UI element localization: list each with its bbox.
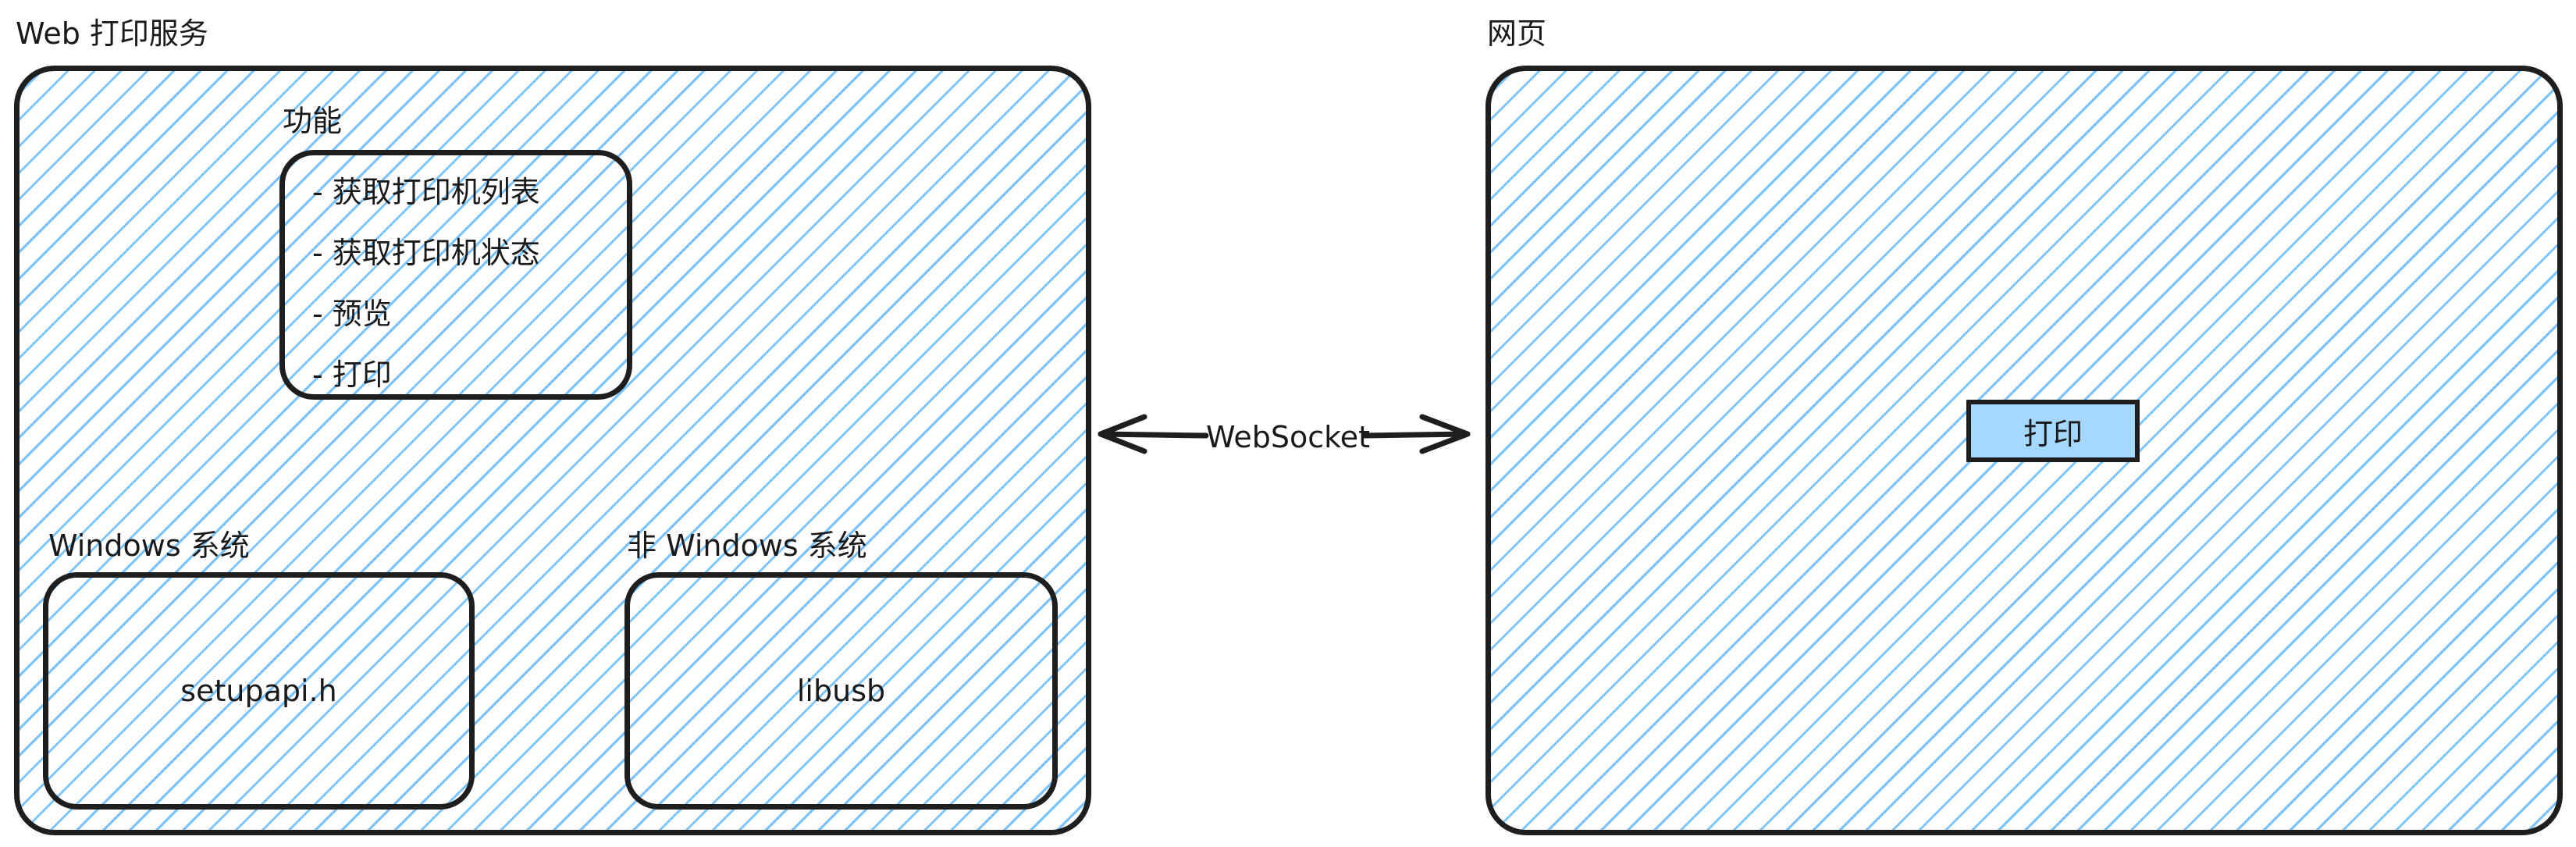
web-print-service-panel	[14, 66, 1091, 835]
functions-box: - 获取打印机列表 - 获取打印机状态 - 预览 - 打印	[279, 150, 632, 400]
print-button-label: 打印	[2023, 416, 2083, 451]
arrowhead-left-icon	[1098, 414, 1147, 454]
functions-title: 功能	[283, 104, 343, 138]
connector-line-right	[1361, 431, 1471, 439]
web-print-service-title: Web 打印服务	[16, 16, 208, 51]
arrowhead-right-icon	[1419, 414, 1471, 454]
print-button[interactable]: 打印	[1966, 400, 2140, 462]
function-item-get-printer-status: - 获取打印机状态	[312, 236, 540, 270]
webpage-title: 网页	[1487, 16, 1547, 51]
function-item-print: - 打印	[312, 358, 392, 392]
function-item-preview: - 预览	[312, 297, 392, 331]
functions-list: - 获取打印机列表 - 获取打印机状态 - 预览 - 打印	[312, 177, 540, 421]
non-windows-library-label: libusb	[796, 674, 886, 708]
connector-line-left	[1098, 431, 1209, 439]
websocket-label: WebSocket	[1206, 420, 1371, 454]
function-item-get-printer-list: - 获取打印机列表	[312, 175, 540, 209]
windows-title: Windows 系统	[48, 528, 250, 563]
non-windows-box: libusb	[624, 572, 1058, 810]
windows-box: setupapi.h	[43, 572, 475, 810]
non-windows-title: 非 Windows 系统	[627, 528, 867, 563]
windows-library-label: setupapi.h	[180, 674, 337, 708]
